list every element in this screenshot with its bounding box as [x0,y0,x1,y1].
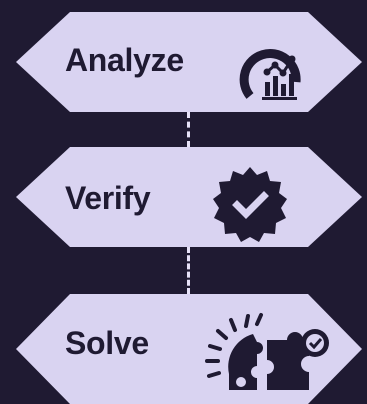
dashed-connector [187,112,190,147]
step-solve-label: Solve [65,325,149,361]
step-verify-shape [16,147,362,247]
step-analyze-shape [16,12,362,112]
verified-badge-icon [213,167,287,242]
analytics-chart-icon [239,49,301,100]
puzzle-solution-icon [205,313,329,390]
step-analyze-label: Analyze [65,42,184,78]
dashed-connector [187,247,190,294]
step-verify-label: Verify [65,180,151,216]
